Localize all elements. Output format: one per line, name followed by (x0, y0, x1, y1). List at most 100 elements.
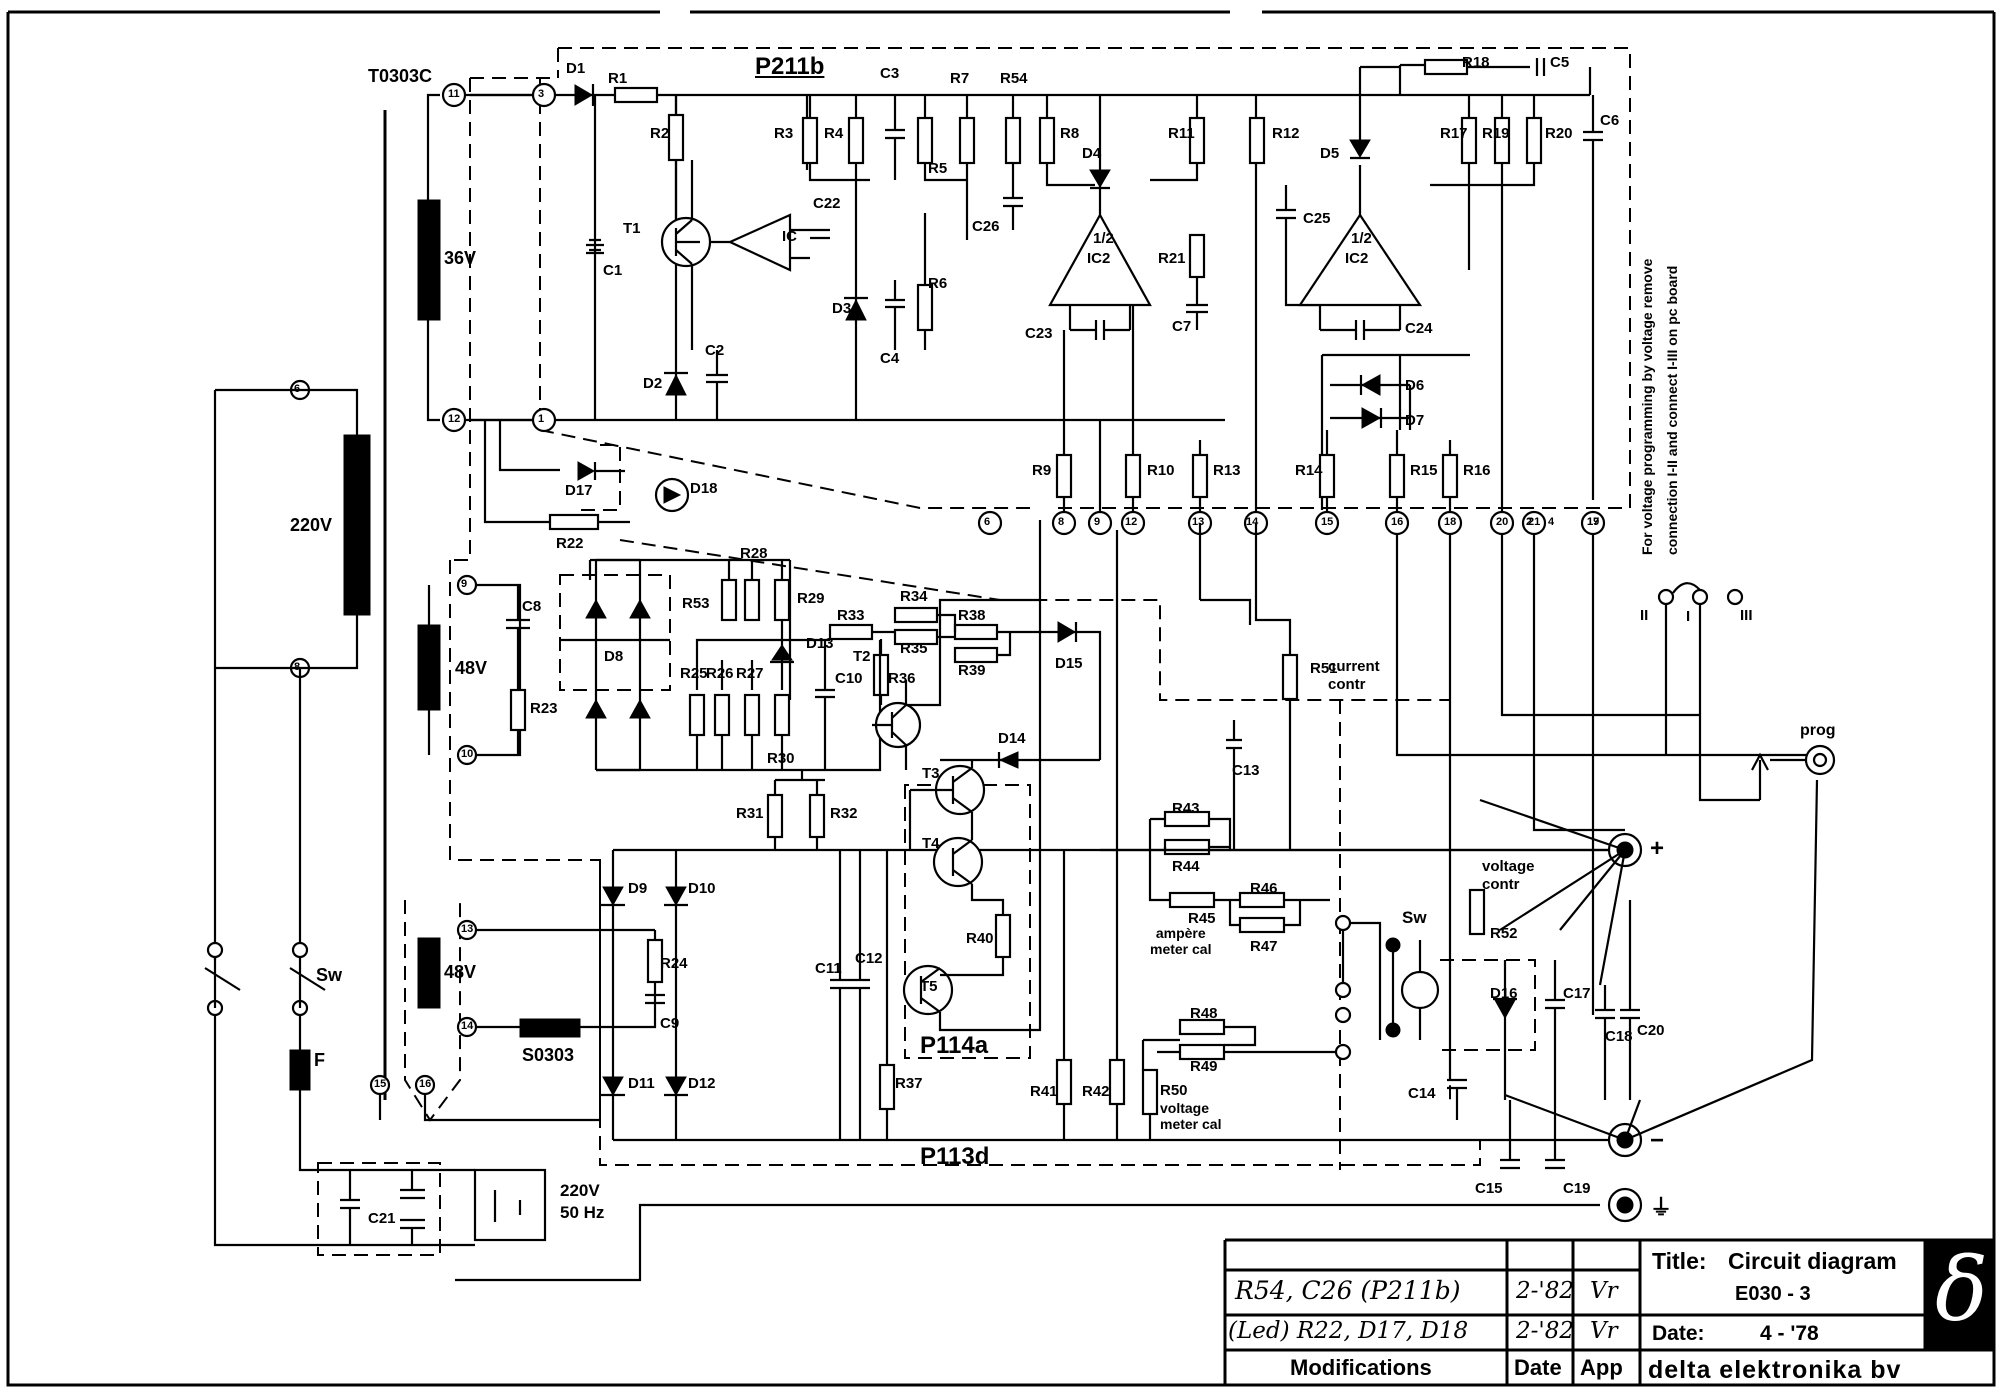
semi-label: 1/2 (1351, 230, 1372, 247)
semi-label: T4 (922, 835, 940, 852)
resistor-label: R15 (1410, 462, 1438, 479)
resistor-label: R44 (1172, 858, 1200, 875)
opamp-ic (710, 213, 810, 272)
semi-label: D3 (832, 300, 852, 317)
terminal-label: 14 (1246, 516, 1259, 528)
semi-label: D16 (1490, 985, 1518, 1002)
capacitor-label: C15 (1475, 1180, 1503, 1197)
resistor-r44 (1163, 838, 1211, 856)
resistor-label: R25 (680, 665, 708, 682)
semi-label: T1 (623, 220, 641, 237)
capacitor-label: C5 (1550, 54, 1570, 71)
capacitor-label: C13 (1232, 762, 1260, 779)
resistor-r47 (1238, 916, 1286, 934)
terminal-label: 9 (461, 578, 468, 590)
company-name: delta elektronika bv (1648, 1356, 1902, 1384)
resistor-label: R37 (895, 1075, 923, 1092)
semi-label: D17 (565, 482, 593, 499)
resistor-r49 (1178, 1043, 1226, 1061)
winding-48v-a (417, 624, 441, 711)
terminal-label: 1 (538, 413, 545, 425)
choke-s0303 (519, 1018, 581, 1038)
resistor-r3 (801, 116, 819, 165)
resistor-r33 (828, 623, 874, 641)
current-contr-label: current contr (1328, 658, 1380, 693)
terminal-label: 21 (1528, 516, 1541, 528)
resistor-r13 (1191, 453, 1209, 499)
sw-label: Sw (316, 965, 343, 985)
fuse-label: F (314, 1050, 325, 1070)
semi-label: T2 (853, 648, 871, 665)
terminal-label: 16 (1391, 516, 1404, 528)
terminal-label: 15 (374, 1078, 387, 1090)
diodes-d9-d12 (601, 850, 688, 1140)
resistor-r5 (916, 116, 934, 165)
capacitor-label: C10 (835, 670, 863, 687)
resistor-label: R27 (736, 665, 764, 682)
capacitor-label: C26 (972, 218, 1000, 235)
semi-label: D4 (1082, 145, 1102, 162)
terminal-label: 18 (1444, 516, 1457, 528)
semi-label: D8 (604, 648, 624, 665)
terminal-label: 17 (1587, 516, 1600, 528)
resistor-label: R29 (797, 590, 825, 607)
plus-label: + (1650, 835, 1665, 862)
semi-label: IC2 (1087, 250, 1111, 267)
semi-label: D9 (628, 880, 648, 897)
semi-label: D18 (690, 480, 718, 497)
resistor-r37 (878, 1063, 896, 1111)
mod-row-1-text: R54, C26 (P211b) (1235, 1276, 1461, 1305)
resistor-r50 (1141, 1068, 1159, 1116)
resistor-r28 (743, 578, 761, 622)
resistor-label: R36 (888, 670, 916, 687)
resistor-label: R20 (1545, 125, 1573, 142)
resistor-label: R3 (774, 125, 794, 142)
pin-iii-label: III (1740, 607, 1753, 624)
semi-label: D15 (1055, 655, 1083, 672)
semi-label: T5 (920, 978, 938, 995)
resistor-label: R34 (900, 588, 928, 605)
resistor-r9 (1055, 453, 1073, 499)
resistor-r32 (808, 793, 826, 839)
terminal-label: 8 (294, 661, 301, 673)
semi-label: D11 (628, 1075, 655, 1092)
semi-label: D2 (643, 375, 663, 392)
resistor-label: R17 (1440, 125, 1468, 142)
title-value: Circuit diagram (1728, 1248, 1897, 1274)
logo-delta: δ (1935, 1238, 1988, 1341)
terminal-label: 12 (1125, 516, 1138, 528)
resistor-label: R2 (650, 125, 670, 142)
resistor-label: R7 (950, 70, 970, 87)
resistor-r21 (1188, 233, 1206, 279)
capacitor-label: C18 (1605, 1028, 1633, 1045)
resistor-r4 (847, 116, 865, 165)
mod-row-2-app: Vr (1590, 1318, 1618, 1344)
terminal-label: 12 (448, 413, 461, 425)
prog-label: prog (1800, 722, 1836, 739)
semi-label: D6 (1405, 377, 1425, 394)
terminal-label: 6 (294, 383, 301, 395)
capacitor-label: C9 (660, 1015, 680, 1032)
board-outline-p114a (904, 784, 1031, 1059)
programming-note: For voltage programming by voltage remov… (1639, 258, 1680, 555)
resistor-label: R22 (556, 535, 584, 552)
resistor-r27 (743, 693, 761, 737)
voltage-220v: 220V (290, 515, 333, 535)
transistor-t2 (872, 598, 1040, 770)
resistor-label: R49 (1190, 1058, 1218, 1075)
resistor-r53 (720, 578, 738, 622)
meter-sw-label: Sw (1402, 908, 1427, 927)
resistor-label: R54 (1000, 70, 1028, 87)
resistor-label: R43 (1172, 800, 1200, 817)
capacitor-label: C7 (1172, 318, 1192, 335)
mains-socket (473, 1168, 547, 1242)
resistor-label: R45 (1188, 910, 1216, 927)
semi-label: D5 (1320, 145, 1340, 162)
ampere-meter-cal-label: ampère meter cal (1150, 925, 1212, 957)
resistor-r45 (1168, 891, 1216, 909)
resistor-r15 (1388, 453, 1406, 499)
capacitor-label: C14 (1408, 1085, 1436, 1102)
title-label: Title: (1652, 1248, 1707, 1274)
pin-i-label: I (1686, 608, 1691, 625)
resistor-label: R21 (1158, 250, 1186, 267)
